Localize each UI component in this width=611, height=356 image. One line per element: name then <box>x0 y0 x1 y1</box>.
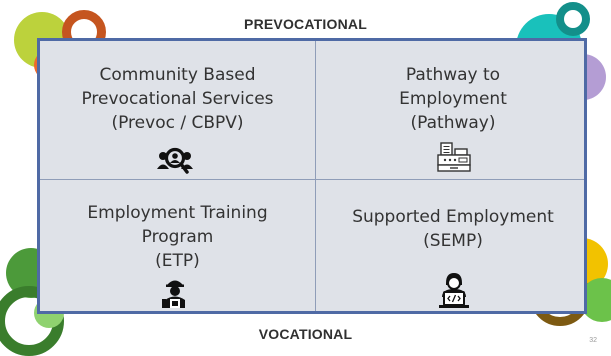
vertical-axis-line <box>315 41 316 311</box>
page-number: 32 <box>589 337 597 344</box>
quadrant-grid: Community Based Prevocational Services (… <box>37 38 587 314</box>
quadrant-text-line: Program <box>141 227 214 247</box>
cash-register-icon <box>437 142 471 172</box>
quadrant-text-line: Community Based <box>99 65 256 85</box>
quadrant-etp: Employment Training Program (ETP) <box>40 201 315 273</box>
axis-bottom-label: VOCATIONAL <box>258 326 353 342</box>
axis-top-label: PREVOCATIONAL <box>244 16 367 32</box>
quadrant-text-line: Pathway to <box>405 65 501 85</box>
decor-teal-ring <box>556 2 590 36</box>
quadrant-text-line: (SEMP) <box>423 231 483 251</box>
quadrant-text-line: Employment <box>399 89 507 109</box>
quadrant-text-line: (Pathway) <box>410 113 496 133</box>
quadrant-text-line: Employment Training <box>87 203 268 223</box>
quadrant-prevoc-cbpv: Community Based Prevocational Services (… <box>40 63 315 135</box>
quadrant-text-line: Prevocational Services <box>81 89 274 109</box>
quadrant-pathway: Pathway to Employment (Pathway) <box>316 63 590 135</box>
horizontal-axis-line <box>40 179 584 180</box>
quadrant-text-line: (Prevoc / CBPV) <box>111 113 244 133</box>
group-search-icon <box>157 147 193 174</box>
quadrant-text-line: (ETP) <box>155 251 200 271</box>
worker-icon <box>162 280 185 308</box>
quadrant-semp: Supported Employment (SEMP) <box>316 205 590 253</box>
quadrant-text-line: Supported Employment <box>352 207 554 227</box>
laptop-user-icon <box>439 273 469 308</box>
